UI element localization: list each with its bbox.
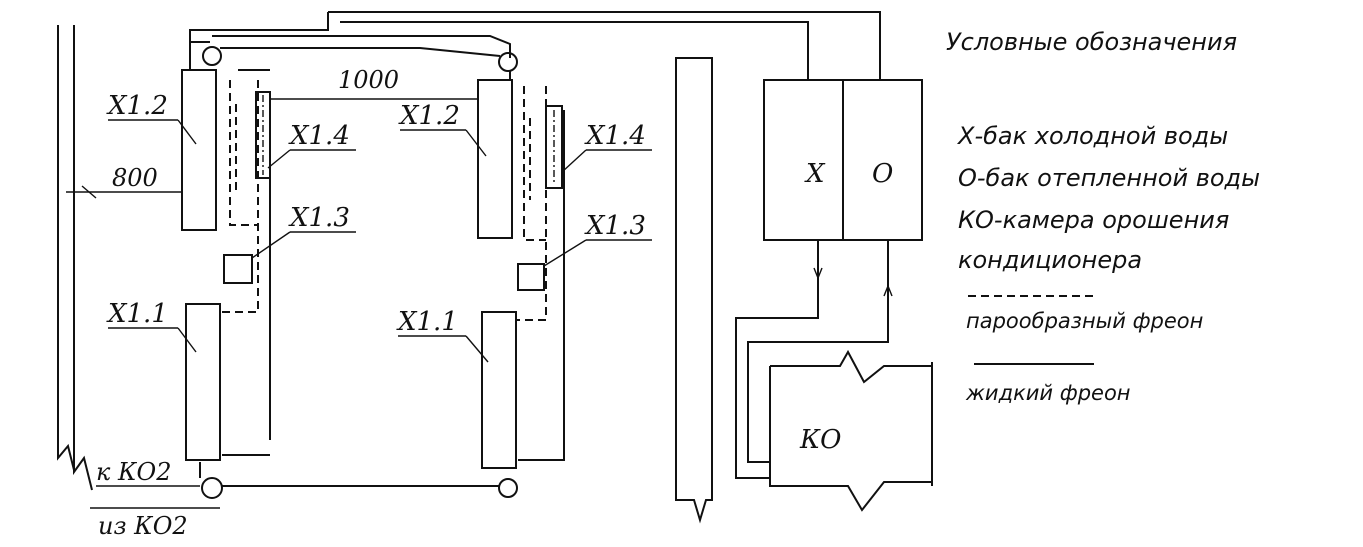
condenser-x12-right — [477, 79, 513, 239]
legend-item-ko: КО-камера орошения — [958, 206, 1229, 234]
legend-title: Условные обозначения — [946, 28, 1237, 56]
legend-item-x: Х-бак холодной воды — [956, 122, 1228, 150]
label-x11-right: Х1.1 — [396, 307, 458, 337]
label-to-ko2: к КО2 — [96, 458, 171, 486]
dimension-1000-label: 1000 — [338, 66, 399, 94]
left-wall — [57, 25, 93, 491]
component-labels: Х1.2 Х1.4 Х1.3 Х1.1 Х1.2 Х1.4 Х1.3 Х1.1 … — [90, 91, 652, 540]
legend-item-ko-cont: кондиционера — [958, 246, 1142, 274]
legend-item-o: О-бак отепленной воды — [958, 164, 1260, 192]
valve-x13-left — [223, 254, 253, 284]
middle-wall — [675, 57, 713, 524]
tanks: Х О — [763, 79, 923, 241]
label-x11-left: Х1.1 — [106, 299, 168, 329]
left-unit — [181, 41, 500, 499]
label-x13-left: Х1.3 — [288, 203, 350, 233]
ko-chamber: КО — [769, 349, 933, 512]
tank-x-label: Х — [804, 159, 826, 189]
legend-vapor-freon: парообразный фреон — [966, 309, 1203, 333]
dimension-800: 800 — [66, 164, 197, 199]
evaporator-x11-right — [481, 311, 517, 469]
pump-left-top — [202, 46, 222, 66]
dimension-1000: 1000 — [264, 66, 492, 100]
pump-right-top — [498, 52, 518, 72]
tank-to-ko-pipes — [735, 240, 893, 479]
dimension-800-label: 800 — [112, 164, 158, 192]
pump-left-bottom — [201, 477, 223, 499]
legend: Условные обозначения Х-бак холодной воды… — [946, 28, 1260, 405]
tank-o-label: О — [872, 159, 893, 189]
label-x12-right: Х1.2 — [398, 101, 460, 131]
label-x14-left: Х1.4 — [288, 121, 350, 151]
water-pipes-top — [189, 11, 881, 80]
pump-right-bottom — [498, 478, 518, 498]
condenser-x12-left — [181, 69, 217, 231]
ko-label: КО — [799, 425, 841, 455]
right-unit — [477, 52, 565, 498]
label-x14-right: Х1.4 — [584, 121, 646, 151]
evaporator-x11-left — [185, 303, 221, 461]
valve-x13-right — [517, 263, 545, 291]
label-x13-right: Х1.3 — [584, 211, 646, 241]
legend-liquid-freon: жидкий фреон — [965, 381, 1131, 405]
label-from-ko2: из КО2 — [98, 512, 188, 540]
label-x12-left: Х1.2 — [106, 91, 168, 121]
